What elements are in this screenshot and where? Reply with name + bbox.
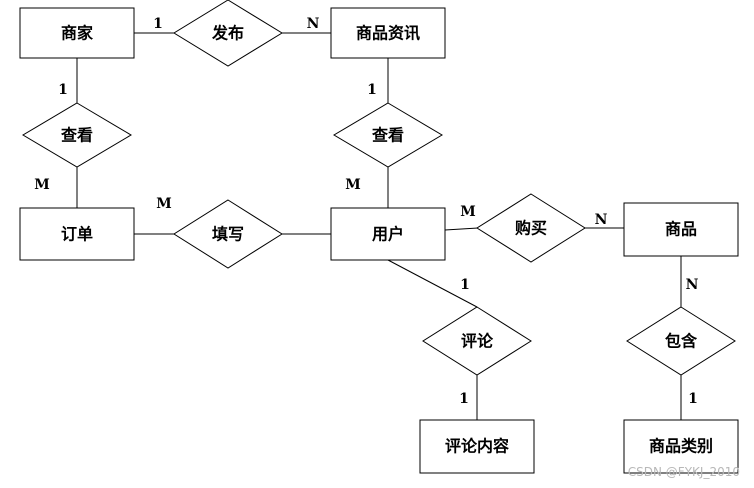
entity-product-info-label: 商品资讯: [356, 24, 420, 43]
card-view-merchant-top: 1: [58, 82, 68, 98]
entity-review-content: 评论内容: [419, 419, 535, 474]
relationship-fill-label: 填写: [212, 225, 244, 244]
relationship-view-merchant-label: 查看: [61, 126, 93, 145]
watermark: CSDN @FYKJ_2010: [628, 465, 740, 479]
entity-product-category: 商品类别: [623, 419, 739, 474]
relationship-contain-label: 包含: [665, 332, 698, 351]
card-review-content: 1: [459, 391, 469, 407]
cardinality-labels: 1 N 1 M 1 M M M N 1 1 N 1: [34, 16, 698, 407]
card-contain-product: N: [686, 277, 699, 293]
relationship-view-info-label: 查看: [372, 126, 404, 145]
edge-user-review: [387, 259, 478, 308]
card-publish-merchant: 1: [153, 16, 163, 32]
relationship-view-merchant: 查看: [22, 102, 132, 168]
relationship-review-label: 评论: [461, 332, 494, 351]
relationship-buy-label: 购买: [515, 219, 547, 238]
relationship-buy: 购买: [476, 193, 586, 263]
entity-merchant-label: 商家: [61, 24, 94, 43]
relationship-publish: 发布: [173, 0, 283, 67]
entity-order: 订单: [19, 207, 135, 261]
edge-user-buy: [444, 227, 479, 231]
card-view-merchant-bottom: M: [34, 177, 50, 193]
card-buy-user: M: [460, 204, 476, 220]
card-buy-product: N: [595, 212, 608, 228]
connector-lines: [76, 32, 682, 420]
entity-product-label: 商品: [665, 220, 697, 239]
relationship-fill: 填写: [173, 199, 283, 269]
relationship-view-info: 查看: [333, 102, 443, 168]
entity-merchant: 商家: [19, 7, 135, 59]
entity-order-label: 订单: [61, 225, 93, 244]
relationship-contain: 包含: [626, 306, 736, 376]
entity-review-content-label: 评论内容: [445, 437, 509, 456]
card-view-info-top: 1: [367, 82, 377, 98]
entity-product-category-label: 商品类别: [649, 437, 713, 456]
card-publish-info: N: [307, 16, 320, 32]
card-review-user: 1: [460, 277, 470, 293]
card-fill-order: M: [156, 196, 172, 212]
card-contain-category: 1: [688, 391, 698, 407]
entity-user: 用户: [330, 207, 446, 261]
relationship-publish-label: 发布: [211, 24, 244, 43]
entity-product-info: 商品资讯: [330, 7, 446, 59]
entity-user-label: 用户: [372, 225, 404, 244]
card-view-info-bottom: M: [345, 177, 361, 193]
relationship-review: 评论: [422, 306, 532, 376]
entity-product: 商品: [623, 202, 739, 257]
